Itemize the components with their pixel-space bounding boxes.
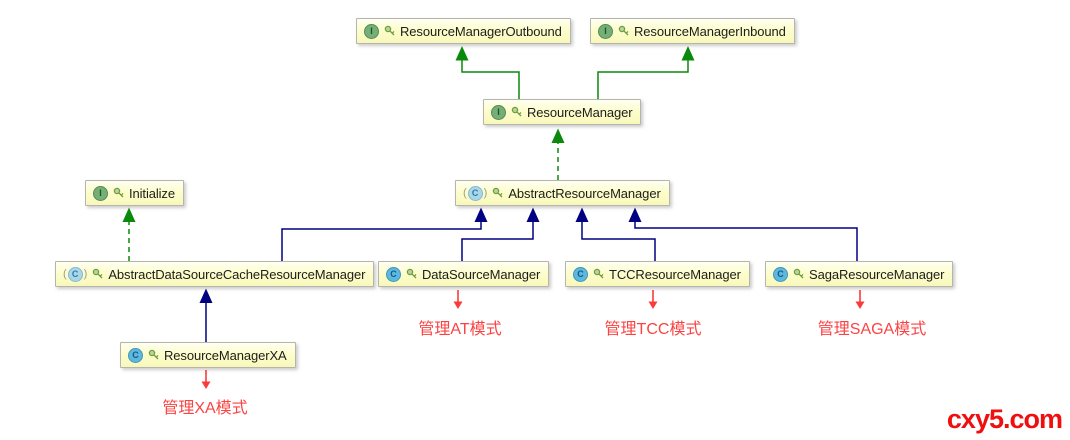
edge-resourcemanagerxa-extends-abstractdatasourcecache [199,288,213,342]
key-icon [148,349,160,361]
node-label: AbstractDataSourceCacheResourceManager [108,266,366,282]
node-resource-manager-xa[interactable]: C ResourceManagerXA [120,342,296,368]
annotation-at-mode: 管理AT模式 [418,321,502,338]
node-abstract-resource-manager[interactable]: C AbstractResourceManager [455,180,670,206]
node-label: ResourceManagerInbound [634,23,786,39]
node-label: TCCResourceManager [609,266,741,282]
watermark: cxy5.com [946,404,1063,434]
key-icon [593,268,605,280]
interface-icon: I [598,23,613,39]
node-label: AbstractResourceManager [508,185,661,201]
key-icon [511,106,523,118]
edge-abstractdatasourcecache-implements-initialize [122,207,136,261]
node-saga-resource-manager[interactable]: C SagaResourceManager [765,261,954,287]
key-icon [384,25,396,37]
abstract-class-icon: C [63,266,87,282]
key-icon [406,268,418,280]
interface-icon: I [364,23,379,39]
edge-abstractresourcemanager-implements-resourcemanager [551,128,565,180]
node-label: Initialize [129,185,175,201]
key-icon [492,187,504,199]
class-icon: C [773,266,788,282]
interface-icon: I [491,104,506,120]
annotation-arrow-saga [855,290,865,309]
node-initialize[interactable]: I Initialize [85,180,184,206]
key-icon [793,268,805,280]
class-icon: C [128,347,143,363]
node-label: DataSourceManager [422,266,541,282]
edge-datasourcemanager-extends-abstractresourcemanager [461,207,540,261]
node-resource-manager-outbound[interactable]: I ResourceManagerOutbound [356,18,571,44]
node-label: ResourceManagerXA [164,347,287,363]
node-resource-manager-inbound[interactable]: I ResourceManagerInbound [590,18,795,44]
edge-tccresourcemanager-extends-abstractresourcemanager [575,207,656,261]
node-label: ResourceManagerOutbound [400,23,562,39]
interface-icon: I [93,185,108,201]
annotation-arrow-tcc [648,290,658,309]
node-datasource-manager[interactable]: C DataSourceManager [378,261,550,287]
key-icon [113,187,125,199]
edge-abstractdatasourcecache-extends-abstractresourcemanager [281,207,488,261]
node-abstract-datasource-cache-resource-manager[interactable]: C AbstractDataSourceCacheResourceManager [55,261,375,287]
class-icon: C [386,266,401,282]
annotation-arrow-at [453,290,463,309]
node-tcc-resource-manager[interactable]: C TCCResourceManager [565,261,750,287]
annotation-saga-mode: 管理SAGA模式 [817,321,927,338]
class-icon: C [573,266,588,282]
annotation-arrow-xa [201,370,211,389]
key-icon [92,268,104,280]
abstract-class-icon: C [463,185,487,201]
node-resource-manager[interactable]: I ResourceManager [483,99,642,125]
node-label: ResourceManager [527,104,633,120]
edge-resourcemanager-extends-outbound [455,46,520,99]
key-icon [618,25,630,37]
annotation-xa-mode: 管理XA模式 [162,400,248,417]
node-label: SagaResourceManager [809,266,945,282]
annotation-tcc-mode: 管理TCC模式 [604,321,702,338]
edge-resourcemanager-extends-inbound [597,46,695,99]
edge-sagaresourcemanager-extends-abstractresourcemanager [628,207,858,261]
